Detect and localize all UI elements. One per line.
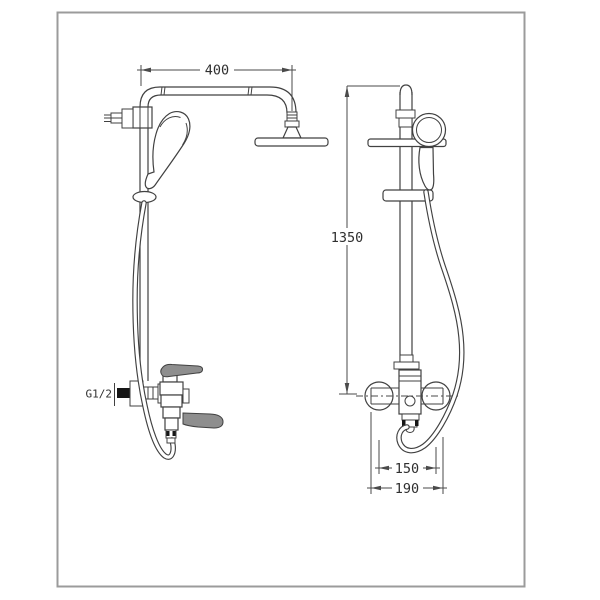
shower-hose-side bbox=[396, 189, 465, 454]
diverter-button bbox=[404, 395, 416, 407]
hose-coupling-nut bbox=[166, 437, 176, 444]
hand-shower-front bbox=[132, 111, 191, 204]
front-view: 400 G1/2 bbox=[86, 62, 329, 460]
dimension-1350-label: 1350 bbox=[331, 230, 364, 246]
dimension-400: 400 bbox=[137, 62, 296, 111]
diverter-knob bbox=[182, 388, 190, 404]
rain-shower-head-front bbox=[254, 111, 329, 147]
slider-bar bbox=[382, 189, 434, 202]
dimension-190: 190 bbox=[367, 412, 447, 497]
dimension-150: 150 bbox=[375, 440, 440, 477]
shower-hose-front bbox=[132, 200, 176, 460]
dimension-1350: 1350 bbox=[328, 85, 400, 395]
pipe-clamp bbox=[395, 109, 416, 119]
mixer-valve-side bbox=[356, 354, 458, 434]
tub-spout bbox=[182, 412, 224, 429]
dimension-150-label: 150 bbox=[395, 461, 419, 477]
mixer-valve-front bbox=[114, 363, 224, 439]
dimension-400-label: 400 bbox=[205, 63, 229, 79]
side-view: 1350 150 190 bbox=[328, 84, 465, 497]
inlet-thread-label: G1/2 bbox=[86, 388, 113, 401]
gooseneck-arm bbox=[139, 86, 297, 114]
valve-collar bbox=[393, 361, 420, 370]
valve-handle bbox=[160, 363, 204, 378]
wall-bracket bbox=[104, 106, 153, 129]
side-riser-pipe bbox=[395, 84, 416, 362]
dimension-190-label: 190 bbox=[395, 481, 419, 497]
